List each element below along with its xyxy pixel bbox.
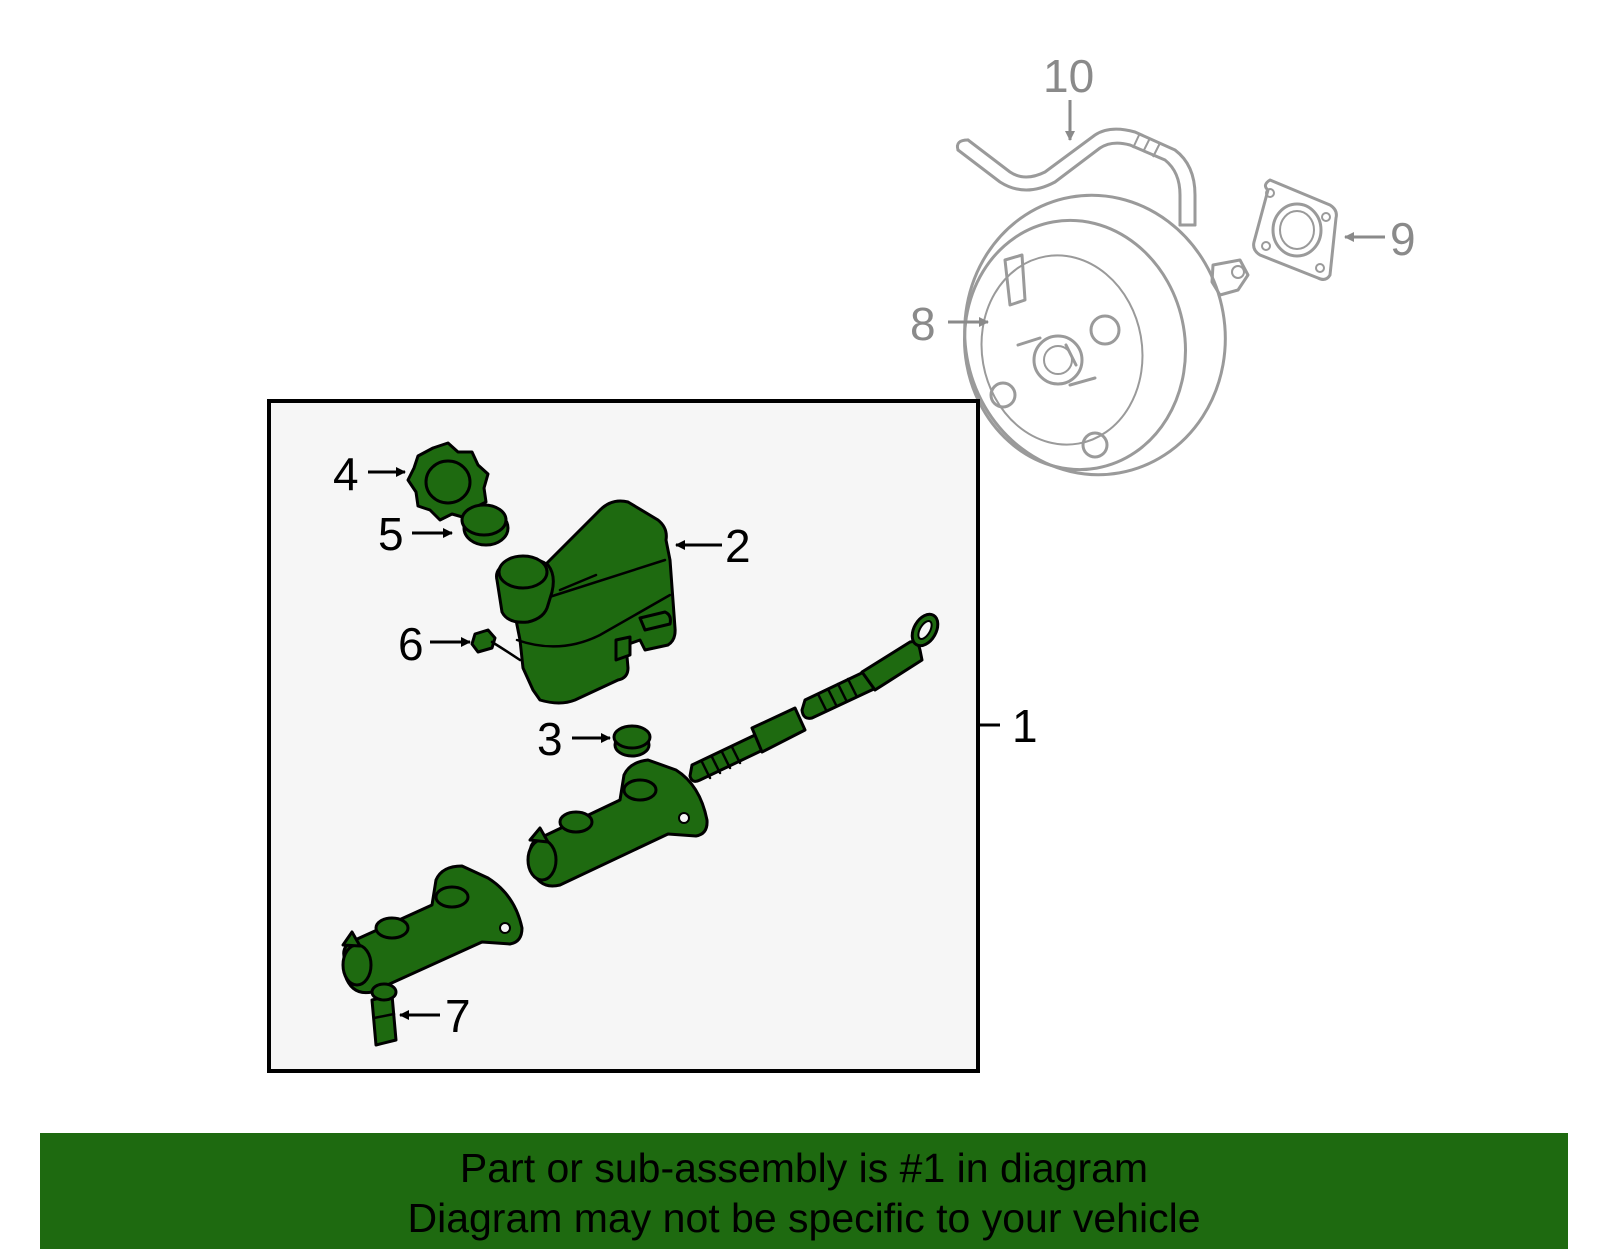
callout-1: 1 [1012, 700, 1038, 752]
brake-booster [963, 193, 1250, 477]
vacuum-hose [956, 127, 1197, 227]
banner-line-1: Part or sub-assembly is #1 in diagram [459, 1145, 1149, 1191]
info-banner: Part or sub-assembly is #1 in diagram Di… [40, 1133, 1568, 1249]
callout-10: 10 [1043, 50, 1094, 102]
leader-lines-grey [948, 100, 1385, 327]
callout-3: 3 [537, 713, 563, 765]
callout-5: 5 [378, 508, 404, 560]
fluid-level-sensor [470, 628, 522, 662]
brake-fluid-reservoir [495, 499, 677, 705]
master-cylinder-body-upper [526, 758, 709, 888]
callout-8: 8 [910, 298, 936, 350]
brake-fluid-fitting [370, 982, 398, 1047]
callout-7: 7 [445, 990, 471, 1042]
reservoir-grommet [612, 724, 652, 758]
banner-line-2: Diagram may not be specific to your vehi… [407, 1195, 1201, 1241]
callout-4: 4 [333, 448, 359, 500]
booster-gasket [1252, 178, 1338, 281]
cap-seal [460, 503, 510, 547]
callout-9: 9 [1390, 213, 1416, 265]
callout-2: 2 [725, 520, 751, 572]
callout-6: 6 [398, 618, 424, 670]
leader-lines [368, 467, 1000, 1020]
piston-assembly [688, 612, 940, 783]
master-cylinder-body-lower [341, 864, 524, 995]
